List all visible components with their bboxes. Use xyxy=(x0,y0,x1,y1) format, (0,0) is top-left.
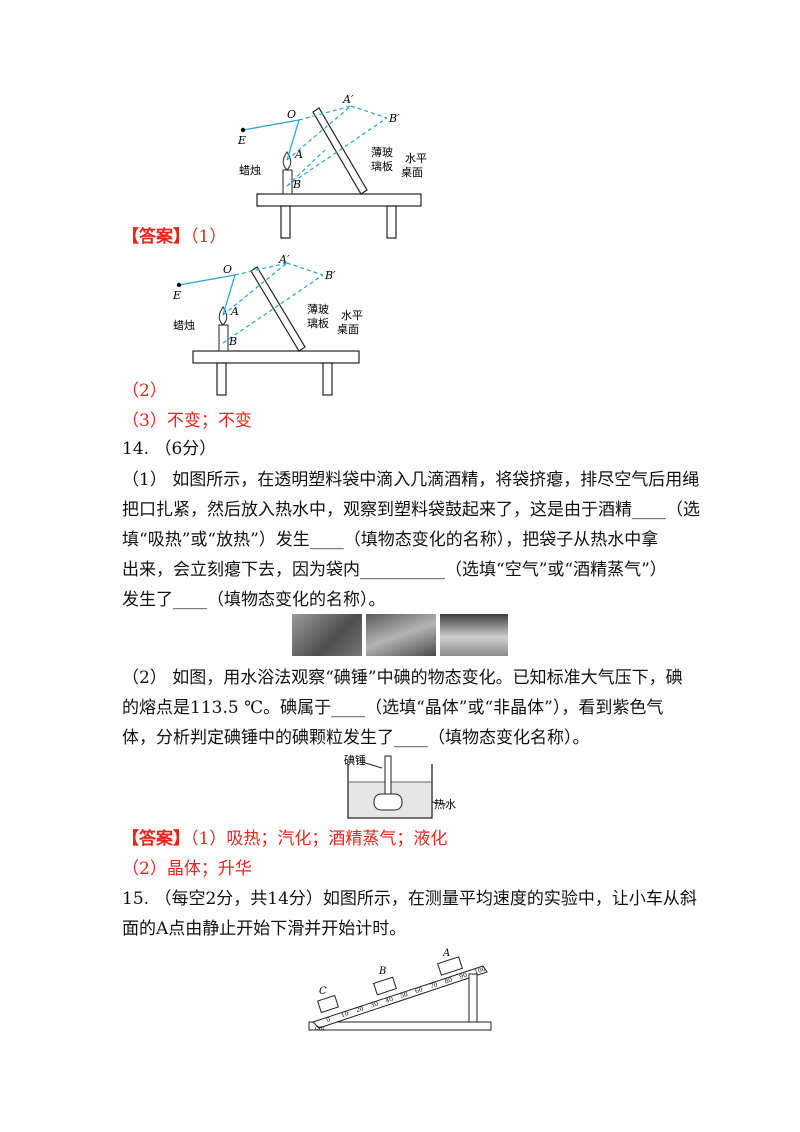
label-table-2: 桌面 xyxy=(401,166,423,179)
q15-line: 面的A点由静止开始下滑并开始计时。 xyxy=(122,919,407,939)
incline-ruler-figure: 0 10 20 30 40 50 60 70 80 90 100 C B A cm xyxy=(308,948,492,1032)
ruler-tick-label: 50 xyxy=(399,991,409,1000)
label-candle: 蜡烛 xyxy=(173,319,195,332)
label-table-1: 水平 xyxy=(341,309,363,322)
ruler-unit: cm xyxy=(315,1025,324,1032)
answer-13-line-2: （2） xyxy=(122,381,167,401)
label-B: B xyxy=(378,966,386,977)
q14-line: 发生了____（填物态变化的名称）。 xyxy=(122,590,386,610)
label-candle: 蜡烛 xyxy=(239,164,261,177)
q14-line: 体，分析判定碘锤中的碘颗粒发生了____（填物态变化名称）。 xyxy=(122,728,590,748)
label-A-prime: A′ xyxy=(342,93,354,106)
label-A-prime: A′ xyxy=(278,255,290,266)
answer-14-part1: 吸热；汽化；酒精蒸气；液化 xyxy=(226,829,448,849)
photo-bag-tied xyxy=(366,614,436,656)
label-glass-1: 薄玻 xyxy=(307,302,329,316)
iodine-hammer-figure: 碘锤 热水 xyxy=(344,753,456,819)
label-O: O xyxy=(287,108,296,121)
label-A: A xyxy=(442,948,450,959)
label-table-1: 水平 xyxy=(405,152,427,165)
photo-bag-in-water xyxy=(440,614,508,656)
answer-13-line-3: （3）不变；不变 xyxy=(122,411,252,431)
label-glass-1: 薄玻 xyxy=(371,145,393,159)
q15-line: 15. （每空2分，共14分）如图所示，在测量平均速度的实验中，让小车从斜 xyxy=(122,889,697,909)
ruler-tick-label: 10 xyxy=(340,1010,350,1019)
answer-14-line-2: （2）晶体；升华 xyxy=(122,859,252,879)
ruler-tick-label: 90 xyxy=(459,972,469,981)
answer-14-part2: 晶体；升华 xyxy=(166,859,252,879)
label-glass-2: 璃板 xyxy=(371,159,393,173)
label-B-prime: B′ xyxy=(324,269,336,282)
q14-line: 填“吸热”或“放热”）发生____（填物态变化的名称），把袋子从热水中拿 xyxy=(122,530,659,550)
label-C: C xyxy=(319,986,327,997)
answer-14-line-1: 【答案】（1）吸热；汽化；酒精蒸气；液化 xyxy=(122,829,448,849)
q14-head: 14. （6分） xyxy=(122,439,217,459)
q14-line: 把口扎紧，然后放入热水中，观察到塑料袋鼓起来了，这是由于酒精____（选 xyxy=(122,500,700,520)
label-O: O xyxy=(223,263,232,276)
q14-line: （2） 如图，用水浴法观察“碘锤”中碘的物态变化。已知标准大气压下，碘 xyxy=(122,668,683,688)
label-B: B xyxy=(228,335,237,348)
ruler-tick-label: 60 xyxy=(414,986,424,995)
answer-num-1: （1） xyxy=(190,227,227,247)
q14-line: 的熔点是113.5 ℃。碘属于____（选填“晶体”或“非晶体”），看到紫色气 xyxy=(122,698,664,718)
ruler-tick-label: 20 xyxy=(355,1005,365,1014)
label-A: A xyxy=(230,305,239,318)
ruler-ticks: 0 10 20 30 40 50 60 70 80 90 100 xyxy=(325,966,486,1024)
ruler-tick-label: 0 xyxy=(325,1016,331,1024)
label-glass-2: 璃板 xyxy=(307,316,329,330)
label-hot-water: 热水 xyxy=(434,798,456,811)
ruler-tick-label: 80 xyxy=(444,976,454,985)
ruler-tick-label: 30 xyxy=(370,1000,380,1009)
label-iodine-hammer: 碘锤 xyxy=(344,753,366,767)
answer-13-line-1: 【答案】（1） xyxy=(122,226,226,248)
mirror-figure-question: E O A′ B′ A B 蜡烛 薄玻 璃板 水平 桌面 xyxy=(237,93,427,239)
ruler-tick-label: 70 xyxy=(429,981,439,990)
label-E: E xyxy=(172,289,181,302)
ruler-tick-label: 100 xyxy=(473,966,486,976)
label-B: B xyxy=(292,178,301,191)
answer-13-part3: 不变；不变 xyxy=(166,411,252,431)
label-B-prime: B′ xyxy=(388,112,400,125)
label-A: A xyxy=(294,148,303,161)
label-E: E xyxy=(237,134,246,147)
q14-line: （1） 如图所示，在透明塑料袋中滴入几滴酒精，将袋挤瘪，排尽空气后用绳 xyxy=(122,470,700,490)
label-table-2: 桌面 xyxy=(337,323,359,336)
photo-bag-dropping xyxy=(292,614,362,656)
mirror-figure-answer: E O A′ B′ A B 蜡烛 薄玻 璃板 水平 桌面 xyxy=(172,255,363,396)
q14-line: 出来，会立刻瘪下去，因为袋内__________（选填“空气”或“酒精蒸气”） xyxy=(122,560,667,580)
ruler-tick-label: 40 xyxy=(385,996,395,1005)
answer-tag: 【答案】 xyxy=(122,227,190,247)
